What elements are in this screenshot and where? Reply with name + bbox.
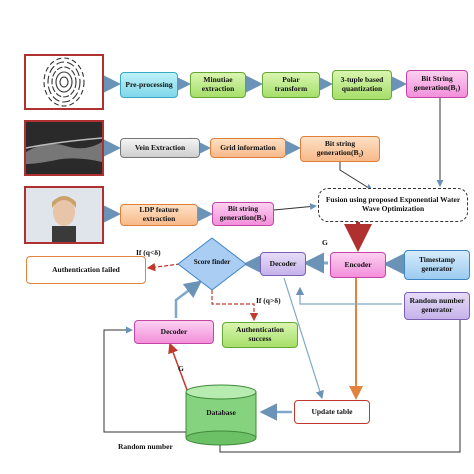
vein-extraction-box: Vein Extraction — [120, 138, 200, 158]
timestamp-generator-box: Timestamp generator — [404, 250, 470, 280]
ldp-feature-box: LDP feature extraction — [120, 204, 198, 226]
decoder-bottom-to-score-arrow — [176, 282, 200, 318]
bit-string-b1-box: Bit String generation(B₁) — [406, 70, 468, 98]
authentication-success-box: Authentication success — [222, 322, 298, 348]
vein-image-icon — [26, 122, 102, 174]
preprocessing-box: Pre-processing — [120, 72, 178, 98]
if-fail-label: If (q<δ) — [136, 248, 161, 257]
authentication-failed-box: Authentication failed — [26, 256, 146, 284]
quantization-box: 3-tuple based quantization — [332, 70, 392, 100]
fingerprint-image-frame — [24, 54, 104, 110]
random-number-label: Random number — [118, 442, 173, 451]
score-to-failed-arrow — [148, 264, 180, 268]
fingerprint-icon — [26, 56, 102, 108]
decoder-top-box: Decoder — [260, 252, 306, 276]
encoder-box: Encoder — [330, 252, 386, 278]
update-table-box: Update table — [294, 400, 370, 424]
bit-string-b3-box: Bit string generation(B₃) — [212, 202, 274, 226]
score-finder-label: Score finder — [193, 258, 231, 266]
face-image-icon — [26, 188, 102, 242]
face-image-frame — [24, 186, 104, 244]
grid-information-box: Grid information — [210, 138, 286, 158]
random-to-decoder-arrow — [300, 288, 402, 304]
database-label: Database — [196, 408, 246, 417]
polar-transform-box: Polar transform — [262, 72, 320, 98]
random-number-loop-arrow — [104, 330, 190, 432]
vein-image-frame — [24, 120, 104, 176]
decoder-bottom-box: Decoder — [134, 320, 214, 344]
bit-string-b2-box: Bit string generation(B₂) — [300, 136, 380, 162]
g-top-label: G — [322, 238, 328, 247]
random-number-generator-box: Random number generator — [404, 292, 470, 320]
fusion-box: Fusion using proposed Exponential Water … — [318, 188, 468, 222]
b3-to-fusion-arrow — [274, 206, 316, 210]
g-bottom-label: G — [178, 364, 184, 373]
if-success-label: If (q>δ) — [256, 296, 281, 305]
score-to-success-arrow — [212, 290, 254, 320]
minutiae-extraction-box: Minutiae extraction — [190, 72, 246, 98]
b2-to-fusion-arrow — [340, 160, 372, 190]
